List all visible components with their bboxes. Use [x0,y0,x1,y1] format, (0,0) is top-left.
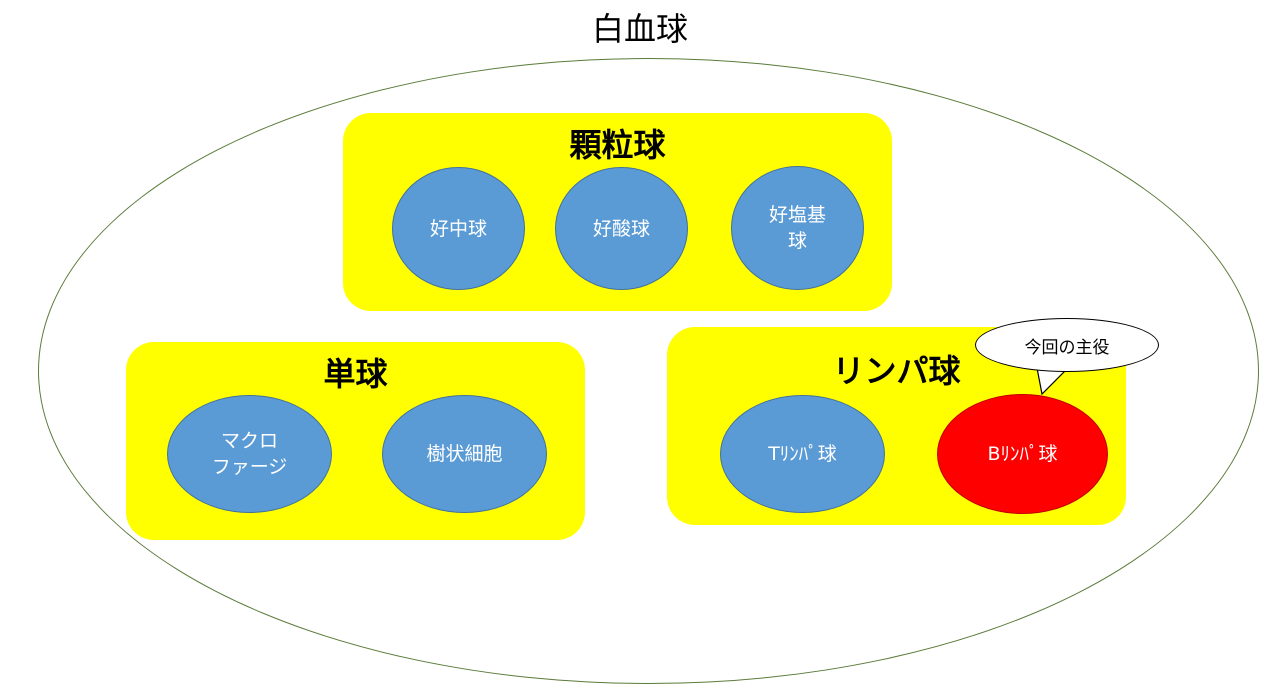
monocyte-title: 単球 [323,355,388,393]
eosinophil-label: 好酸球 [592,217,650,240]
lymphocyte-title: リンパ球 [832,352,961,390]
callout-bubble: 今回の主役 [975,318,1159,372]
macrophage-node: マクロ ファージ [167,395,332,513]
granulocyte-title: 顆粒球 [569,126,666,164]
callout-text: 今回の主役 [1024,337,1110,358]
dendritic-cell-node: 樹状細胞 [382,395,547,513]
macrophage-label: マクロ ファージ [211,430,288,478]
t-lymphocyte-label: Tﾘﾝﾊﾟ球 [768,443,837,465]
dendritic-cell-label: 樹状細胞 [426,443,503,465]
neutrophil-node: 好中球 [392,167,525,290]
t-lymphocyte-node: Tﾘﾝﾊﾟ球 [720,395,885,513]
white-blood-cell-ellipse [38,58,1259,684]
eosinophil-node: 好酸球 [555,167,688,290]
basophil-node: 好塩基 球 [731,166,864,290]
b-lymphocyte-node: Bﾘﾝﾊﾟ球 [937,394,1108,514]
neutrophil-label: 好中球 [429,217,487,240]
b-lymphocyte-label: Bﾘﾝﾊﾟ球 [987,443,1058,465]
diagram-title: 白血球 [591,10,688,48]
callout-tail [1036,366,1069,396]
basophil-label: 好塩基 球 [768,204,826,252]
